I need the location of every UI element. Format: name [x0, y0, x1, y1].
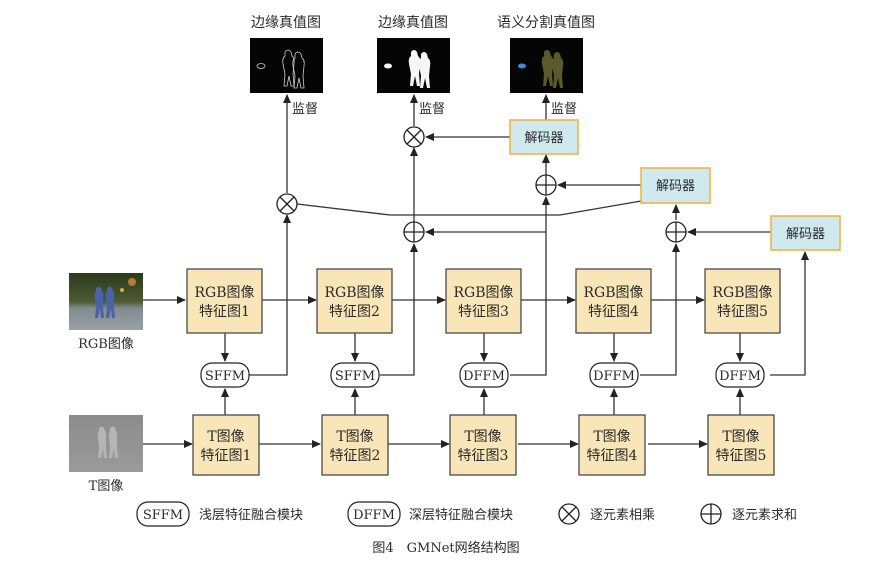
feature-label-line1: T图像 [593, 429, 630, 445]
feature-label-line2: 特征图3 [458, 304, 509, 320]
multiply-icon [276, 193, 298, 215]
multiply-icon [403, 126, 425, 148]
fusion-module-label: SFFM [335, 369, 375, 384]
feature-label-line1: RGB图像 [583, 285, 643, 301]
feature-label-line2: 特征图2 [330, 448, 381, 464]
sum-icon [665, 221, 687, 243]
ground-truth-semantic: 语义分割真值图 [497, 14, 595, 93]
fusion-module-dffm-3: DFFM [459, 362, 509, 388]
sum-icon [535, 174, 557, 196]
feature-label-line2: 特征图4 [588, 304, 639, 320]
fusion-module-label: DFFM [719, 369, 761, 384]
legend-text: 逐元素求和 [732, 508, 797, 523]
feature-label-line1: RGB图像 [324, 285, 384, 301]
decoder-label: 解码器 [524, 131, 563, 146]
feature-label-line1: RGB图像 [453, 285, 513, 301]
decoder-2: 解码器 [640, 167, 711, 204]
feature-label-line2: 特征图1 [201, 448, 252, 464]
decoder-1: 解码器 [509, 119, 579, 155]
fusion-module-label: DFFM [593, 369, 635, 384]
feature-label-line2: 特征图3 [458, 448, 509, 464]
fusion-module-label: DFFM [463, 369, 505, 384]
connections [143, 94, 809, 448]
rgb-input-image: RGB图像 [69, 273, 143, 352]
feature-label-line1: RGB图像 [712, 285, 772, 301]
feature-label-line1: RGB图像 [194, 285, 254, 301]
ground-truth-title: 边缘真值图 [378, 15, 448, 31]
sum-icon [403, 221, 425, 243]
legend-symbol: DFFM [353, 508, 395, 523]
feature-label-line2: 特征图5 [716, 448, 767, 464]
supervision-label: 监督 [551, 102, 577, 117]
supervision-label: 监督 [292, 102, 318, 117]
thermal-input-image: T图像 [69, 415, 143, 494]
decoder-3: 解码器 [770, 215, 841, 251]
legend-item-dffm: DFFM 深层特征融合模块 [347, 501, 513, 527]
fusion-module-sffm-1: SFFM [200, 362, 250, 388]
ground-truth-edge-1: 边缘真值图 [250, 15, 323, 93]
feature-label-line2: 特征图1 [199, 304, 250, 320]
ground-truth-edge-2: 边缘真值图 [377, 15, 450, 93]
sum-icon [700, 503, 722, 525]
ground-truth-title: 边缘真值图 [251, 15, 321, 31]
legend-text: 逐元素相乘 [590, 508, 655, 523]
legend-item-multiply: 逐元素相乘 [558, 503, 655, 525]
legend-item-sum: 逐元素求和 [700, 503, 797, 525]
decoder-label: 解码器 [786, 227, 825, 242]
ground-truth-title: 语义分割真值图 [497, 14, 595, 31]
feature-label-line1: T图像 [722, 429, 759, 445]
rgb-input-label: RGB图像 [78, 337, 134, 352]
feature-label-line1: T图像 [207, 429, 244, 445]
edge-outline-image [256, 49, 305, 89]
semantic-image [518, 50, 564, 88]
fusion-module-label: SFFM [205, 369, 245, 384]
feature-label-line1: T图像 [464, 429, 501, 445]
feature-label-line1: T图像 [336, 429, 373, 445]
fusion-module-dffm-5: DFFM [715, 362, 765, 388]
thermal-input-label: T图像 [89, 479, 124, 494]
fusion-module-sffm-2: SFFM [330, 362, 380, 388]
legend-symbol: SFFM [143, 508, 183, 523]
legend: SFFM 浅层特征融合模块 DFFM 深层特征融合模块 逐元素相乘 逐元素求和 [136, 501, 797, 527]
figure-caption: 图4 GMNet网络结构图 [372, 540, 519, 556]
decoder-label: 解码器 [656, 179, 695, 194]
feature-label-line2: 特征图2 [329, 304, 380, 320]
feature-label-line2: 特征图5 [717, 304, 768, 320]
legend-text: 深层特征融合模块 [409, 508, 513, 523]
feature-label-line2: 特征图4 [587, 448, 638, 464]
legend-item-sffm: SFFM 浅层特征融合模块 [136, 501, 303, 527]
supervision-label: 监督 [419, 102, 445, 117]
edge-filled-image [384, 50, 431, 88]
legend-text: 浅层特征融合模块 [199, 508, 303, 523]
fusion-module-dffm-4: DFFM [589, 362, 639, 388]
multiply-icon [558, 503, 580, 525]
